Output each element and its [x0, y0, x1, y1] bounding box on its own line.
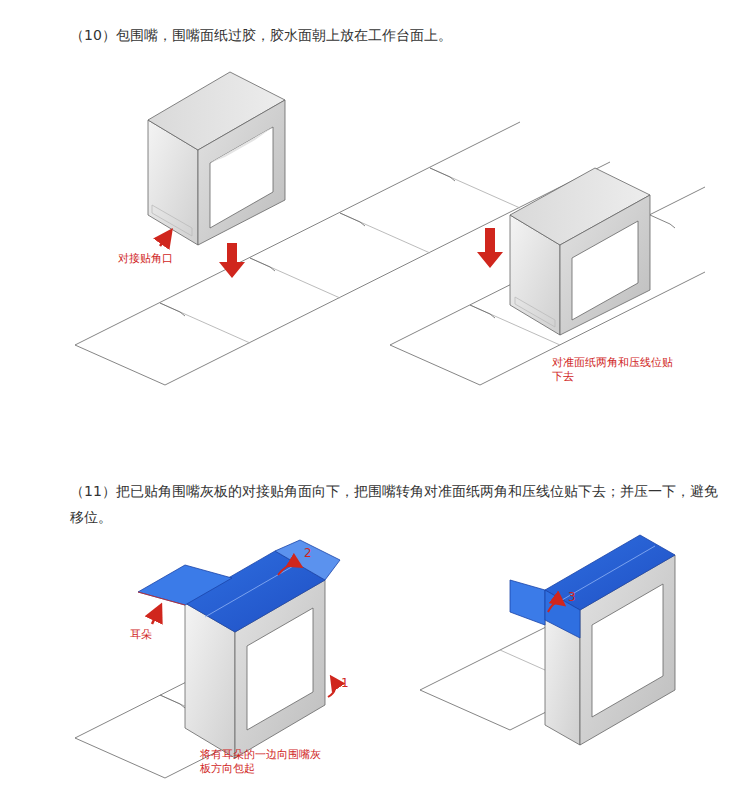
callout-number: 2 — [304, 546, 316, 560]
callout-label: 对准面纸两角和压线位贴 下去 — [552, 356, 680, 384]
step-text: （10）包围嘴，围嘴面纸过胶，胶水面朝上放在工作台面上。 — [70, 22, 720, 48]
callout-label: 对接贴角口 — [118, 252, 188, 266]
step-text: （11）把已贴角围嘴灰板的对接贴角面向下，把围嘴转角对准面纸两角和压线位贴下去；… — [70, 478, 725, 530]
callout-number: 3 — [568, 590, 580, 604]
callout-number: 1 — [341, 676, 353, 690]
callout-label: 耳朵 — [130, 628, 160, 642]
callout-label: 将有耳朵的一边向围嘴灰 板方向包起 — [200, 748, 326, 776]
